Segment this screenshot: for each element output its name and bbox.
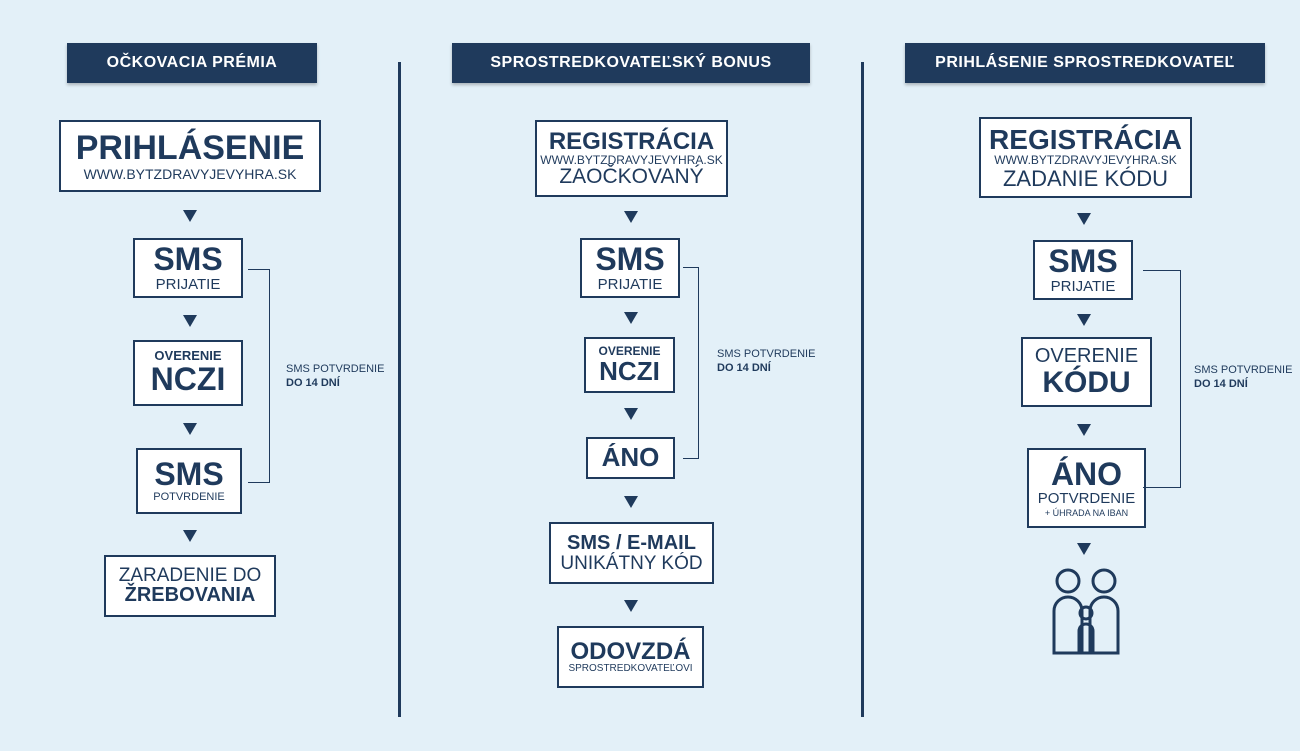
- arrow-down-icon: [624, 496, 638, 508]
- registration-box: REGISTRÁCIA WWW.BYTZDRAVYJEVYHRA.SK ZADA…: [979, 117, 1192, 198]
- arrow-down-icon: [1077, 543, 1091, 555]
- note-line2: DO 14 DNÍ: [286, 376, 340, 389]
- arrow-down-icon: [624, 211, 638, 223]
- hand-over-box: ODOVZDÁ SPROSTREDKOVATEĽOVI: [557, 626, 704, 688]
- login-url: WWW.BYTZDRAVYJEVYHRA.SK: [83, 165, 297, 182]
- sms-receive-box: SMS PRIJATIE: [133, 238, 243, 298]
- note-line1: SMS POTVRDENIE: [1194, 364, 1293, 376]
- draw-top: ZARADENIE DO: [118, 564, 262, 586]
- verify-top: OVERENIE: [154, 348, 222, 364]
- verify-bottom: NCZI: [599, 355, 660, 386]
- arrow-down-icon: [1077, 424, 1091, 436]
- arrow-down-icon: [624, 312, 638, 324]
- yes-box: ÁNO: [586, 437, 675, 479]
- sms-receive-box: SMS PRIJATIE: [580, 238, 680, 298]
- login-title: PRIHLÁSENIE: [75, 128, 305, 167]
- registration-title: REGISTRÁCIA: [548, 127, 715, 155]
- arrow-down-icon: [624, 600, 638, 612]
- arrow-down-icon: [183, 210, 197, 222]
- column-divider: [398, 62, 401, 717]
- sms-note: SMS POTVRDENIE DO 14 DNÍ: [717, 348, 815, 376]
- registration-title: REGISTRÁCIA: [989, 123, 1182, 155]
- sms-note: SMS POTVRDENIE DO 14 DNÍ: [286, 363, 384, 391]
- login-box: PRIHLÁSENIE WWW.BYTZDRAVYJEVYHRA.SK: [59, 120, 321, 192]
- note-line1: SMS POTVRDENIE: [286, 363, 385, 375]
- arrow-down-icon: [183, 530, 197, 542]
- sms-email-box: SMS / E-MAIL UNIKÁTNY KÓD: [549, 522, 714, 584]
- sms-sub: PRIJATIE: [1050, 277, 1116, 295]
- note-line1: SMS POTVRDENIE: [717, 348, 816, 360]
- note-line2: DO 14 DNÍ: [717, 361, 771, 374]
- registration-sub: ZADANIE KÓDU: [1002, 165, 1169, 191]
- bracket: [248, 269, 270, 483]
- sms-title: SMS: [154, 456, 224, 493]
- hand-over-sub: SPROSTREDKOVATEĽOVI: [568, 663, 693, 675]
- column-divider: [861, 62, 864, 717]
- sms-sub: POTVRDENIE: [153, 491, 225, 504]
- arrow-down-icon: [183, 315, 197, 327]
- sms-title: SMS: [1048, 243, 1118, 280]
- yes-title: ÁNO: [1050, 455, 1123, 492]
- sms-title: SMS: [153, 241, 223, 278]
- bracket: [683, 267, 699, 459]
- sms-confirm-box: SMS POTVRDENIE: [136, 448, 242, 514]
- sms-sub: PRIJATIE: [155, 275, 221, 293]
- draw-box: ZARADENIE DO ŽREBOVANIA: [104, 555, 276, 617]
- header-sprostredkovatelsky-bonus: SPROSTREDKOVATEĽSKÝ BONUS: [452, 43, 810, 83]
- verify-bottom: NCZI: [150, 361, 226, 398]
- yes-extra: + ÚHRADA NA IBAN: [1044, 507, 1129, 518]
- yes-box: ÁNO POTVRDENIE + ÚHRADA NA IBAN: [1027, 448, 1146, 528]
- arrow-down-icon: [183, 423, 197, 435]
- note-line2: DO 14 DNÍ: [1194, 377, 1248, 390]
- sms-title: SMS: [595, 241, 665, 278]
- sms-email-bottom: UNIKÁTNY KÓD: [560, 552, 703, 574]
- arrow-down-icon: [1077, 213, 1091, 225]
- hand-over-title: ODOVZDÁ: [570, 638, 691, 666]
- verify-box: OVERENIE NCZI: [133, 340, 243, 406]
- arrow-down-icon: [1077, 314, 1091, 326]
- bracket: [1143, 270, 1181, 488]
- registration-sub: ZAOČKOVANÝ: [559, 165, 704, 189]
- registration-url: WWW.BYTZDRAVYJEVYHRA.SK: [994, 153, 1177, 168]
- verify-top: OVERENIE: [598, 344, 661, 359]
- yes-sub: POTVRDENIE: [1037, 490, 1136, 508]
- sms-receive-box: SMS PRIJATIE: [1033, 240, 1133, 300]
- arrow-down-icon: [624, 408, 638, 420]
- verify-top: OVERENIE: [1034, 344, 1139, 367]
- sms-sub: PRIJATIE: [597, 275, 663, 293]
- sms-note: SMS POTVRDENIE DO 14 DNÍ: [1194, 364, 1292, 392]
- header-ockovacia-premia: OČKOVACIA PRÉMIA: [67, 43, 317, 83]
- verify-box: OVERENIE NCZI: [584, 337, 675, 393]
- header-prihlasenie-sprostredkovatel: PRIHLÁSENIE SPROSTREDKOVATEĽ: [905, 43, 1265, 83]
- verify-box: OVERENIE KÓDU: [1021, 337, 1152, 407]
- family-icon: [1048, 567, 1124, 657]
- verify-bottom: KÓDU: [1042, 365, 1131, 399]
- draw-bottom: ŽREBOVANIA: [124, 584, 256, 607]
- registration-box: REGISTRÁCIA WWW.BYTZDRAVYJEVYHRA.SK ZAOČ…: [535, 120, 728, 197]
- sms-email-top: SMS / E-MAIL: [567, 531, 696, 554]
- registration-url: WWW.BYTZDRAVYJEVYHRA.SK: [540, 152, 723, 167]
- yes-title: ÁNO: [601, 442, 660, 473]
